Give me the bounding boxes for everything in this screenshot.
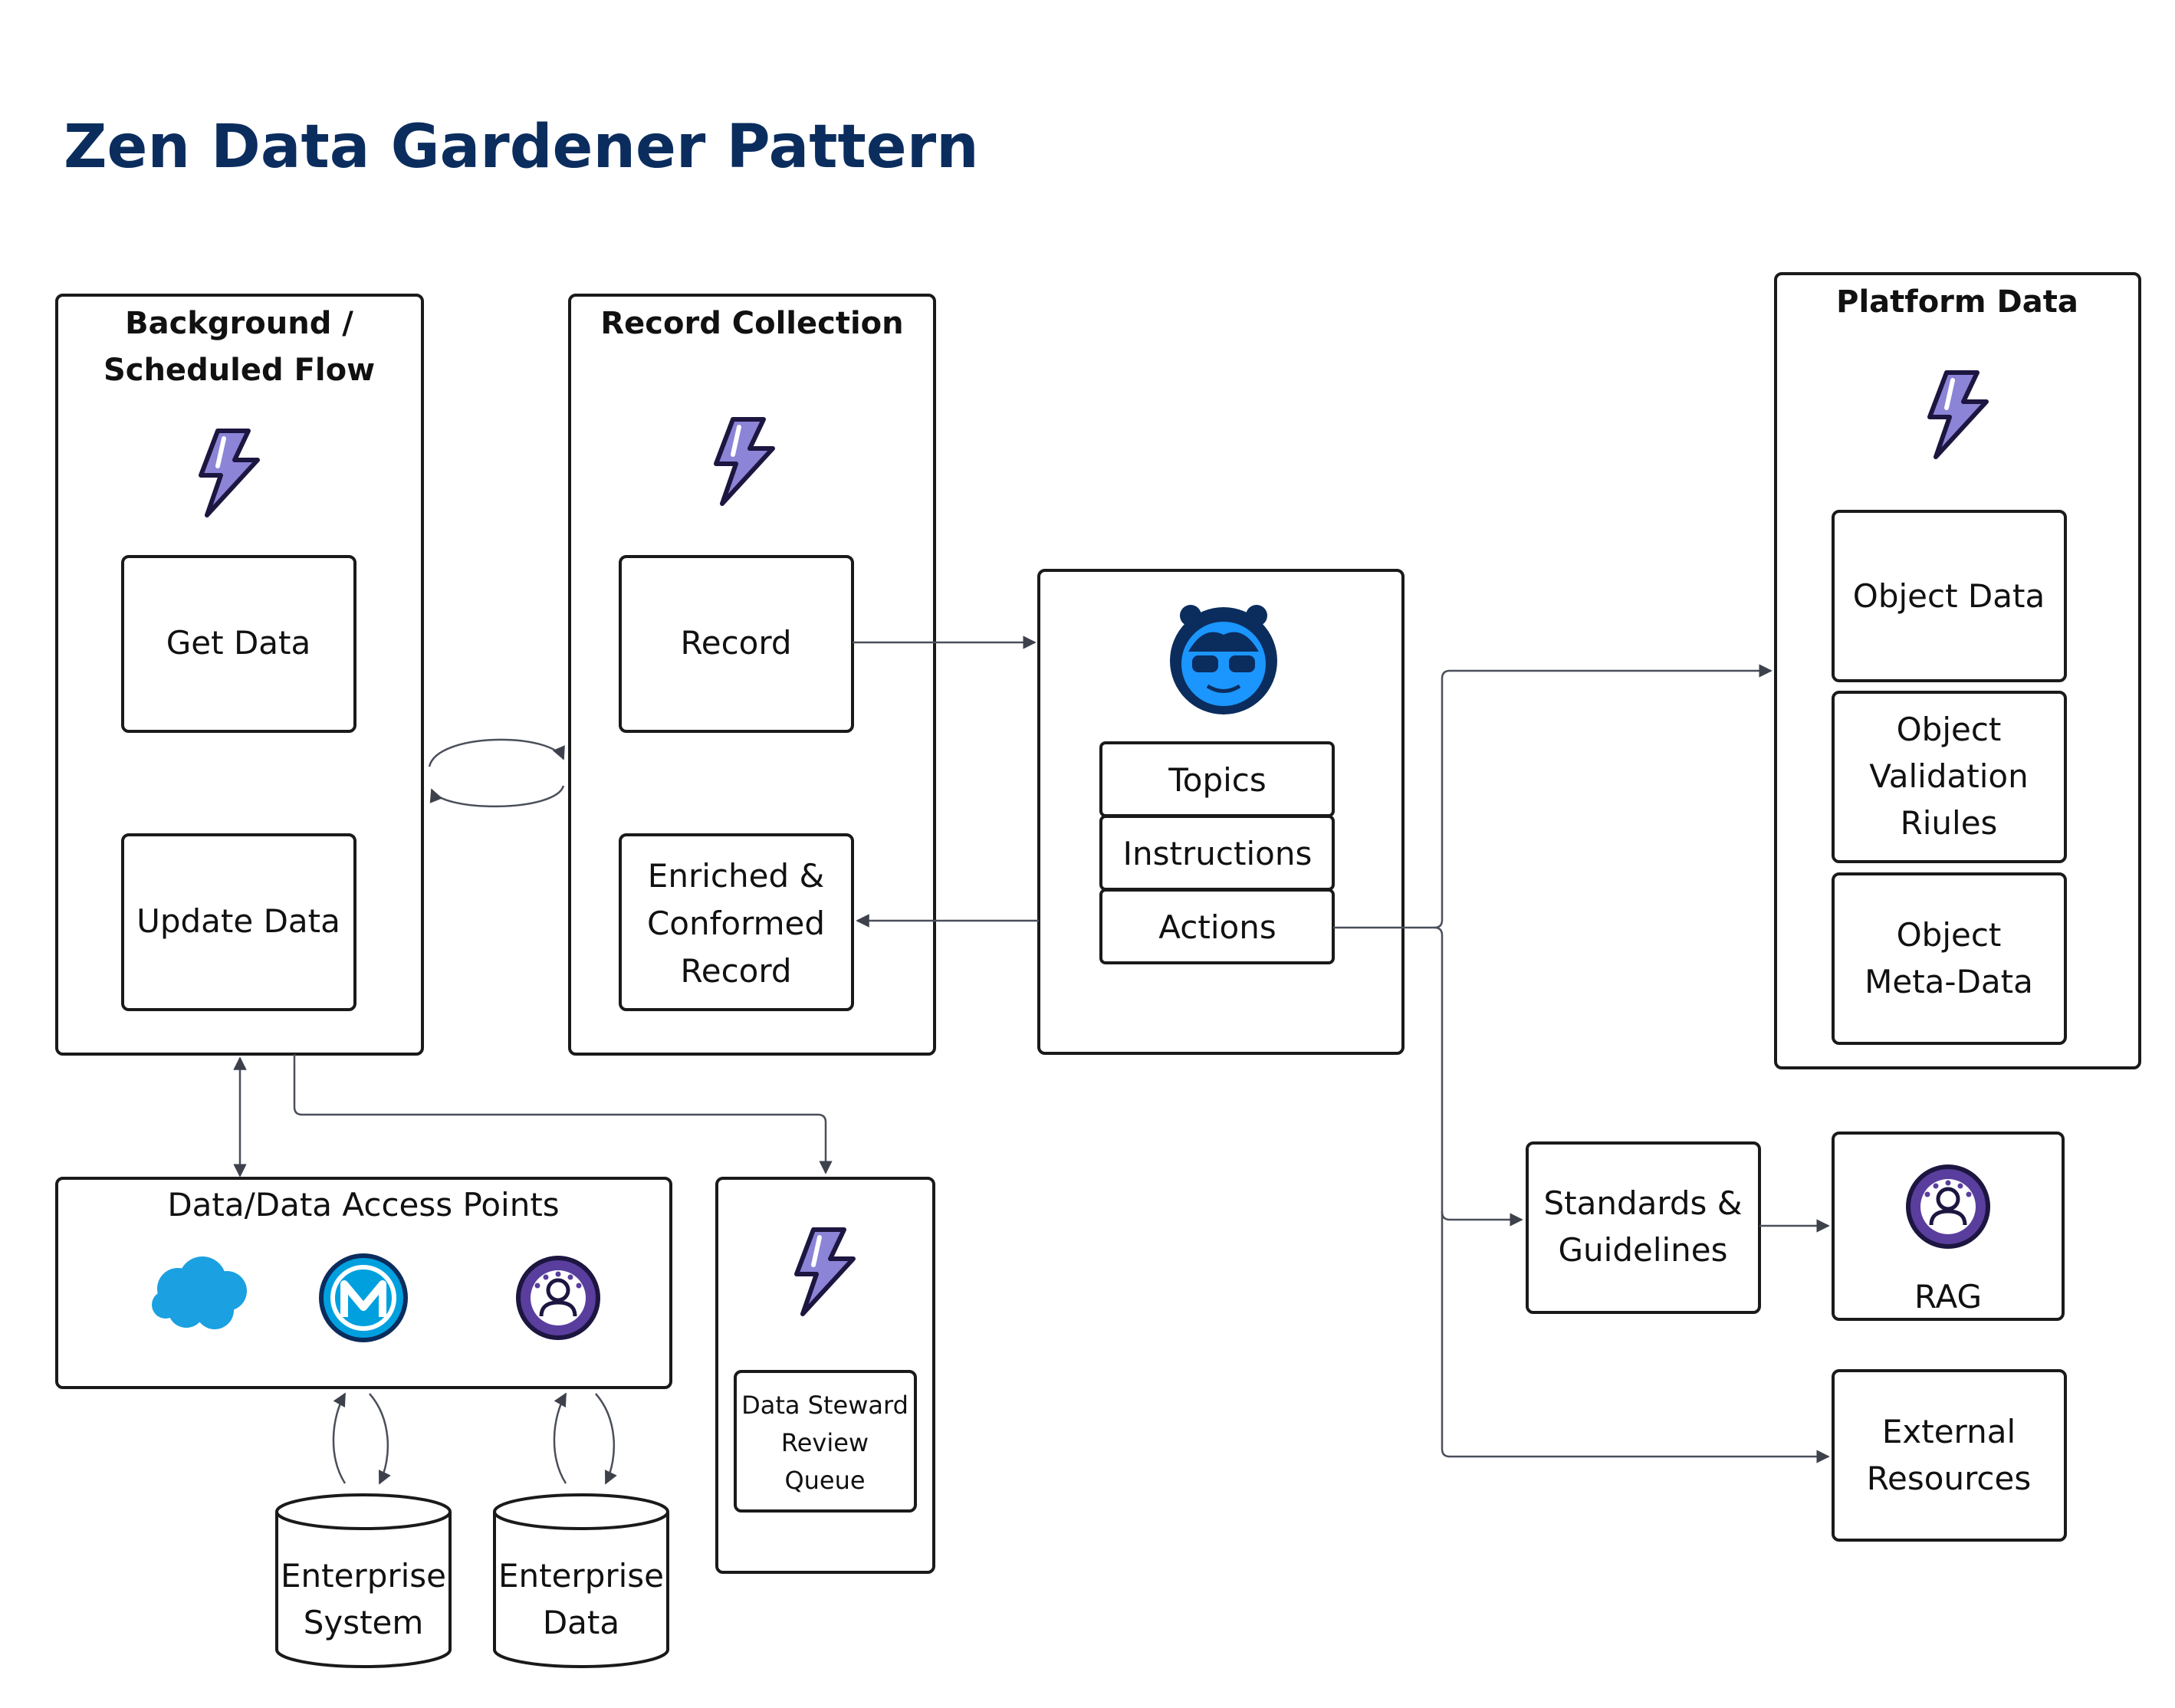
record-label: Record [680,624,791,662]
object-validation-box[interactable] [1832,691,2067,863]
enriched-label-line2: Conformed [647,905,825,942]
ent-system-cycle-down [369,1393,391,1485]
cycle-arrow-bottom [429,785,565,808]
standards-label-line1: Standards & [1543,1184,1742,1222]
validation-label-line1: Object [1897,711,2002,748]
background-flow-header-line1: Background / [125,306,353,341]
enriched-label-line1: Enriched & [648,857,824,895]
salesforce-cloud-icon [152,1256,247,1329]
ent-system-cycle-up [332,1392,347,1484]
actions-button[interactable] [1099,888,1335,964]
flow-to-steward-arrow [293,1054,833,1174]
validation-label-line3: Riules [1901,804,1998,842]
record-box[interactable] [619,555,854,733]
get-data-box[interactable] [121,555,356,733]
object-data-label: Object Data [1853,577,2045,615]
external-label-line2: Resources [1867,1460,2032,1497]
steward-label-line1: Data Steward [741,1391,908,1420]
platform-data-header: Platform Data [1836,284,2078,320]
topics-label: Topics [1168,761,1267,799]
agent-mascot-icon [1170,605,1277,714]
object-metadata-box[interactable] [1832,872,2067,1045]
record-collection-header: Record Collection [600,306,903,341]
steward-label-line3: Queue [784,1466,865,1495]
rag-data-cloud-icon [1908,1167,1988,1247]
enterprise-system-label-line2: System [304,1604,424,1641]
standards-box[interactable] [1526,1141,1761,1314]
steward-queue-box[interactable] [734,1370,917,1513]
mulesoft-icon [319,1253,408,1342]
data-access-points-header: Data/Data Access Points [167,1186,559,1224]
actions-label: Actions [1158,908,1276,946]
enterprise-data-label-line1: Enterprise [498,1557,664,1595]
actions-to-standards-arrow [1434,926,1523,1227]
actions-to-external-arrow [1441,1211,1830,1463]
rag-label: RAG [1914,1278,1982,1315]
enriched-label-line3: Record [680,952,791,990]
external-label-line1: External [1882,1413,2016,1450]
standards-label-line2: Guidelines [1558,1231,1727,1269]
cycle-arrow-top [428,738,565,767]
external-resources-box[interactable] [1832,1369,2067,1542]
instructions-label: Instructions [1123,835,1313,872]
page-title: Zen Data Gardener Pattern [64,113,979,182]
enterprise-system-cylinder[interactable] [275,1493,452,1668]
enterprise-data-cylinder[interactable] [493,1493,669,1668]
background-flow-header-line2: Scheduled Flow [103,353,375,388]
update-data-box[interactable] [121,833,356,1011]
ent-data-cycle-down [595,1393,617,1485]
data-cloud-icon [518,1258,598,1338]
enterprise-system-label-line1: Enterprise [281,1557,446,1595]
metadata-label-line1: Object [1897,916,2002,954]
metadata-label-line2: Meta-Data [1865,963,2033,1000]
ent-data-cycle-up [553,1392,567,1484]
get-data-label: Get Data [166,624,311,662]
update-data-label: Update Data [136,902,340,940]
object-data-box[interactable] [1832,510,2067,682]
enterprise-data-label-line2: Data [543,1604,619,1641]
validation-label-line2: Validation [1869,757,2028,795]
enriched-record-box[interactable] [619,833,854,1011]
steward-label-line2: Review [781,1428,869,1457]
